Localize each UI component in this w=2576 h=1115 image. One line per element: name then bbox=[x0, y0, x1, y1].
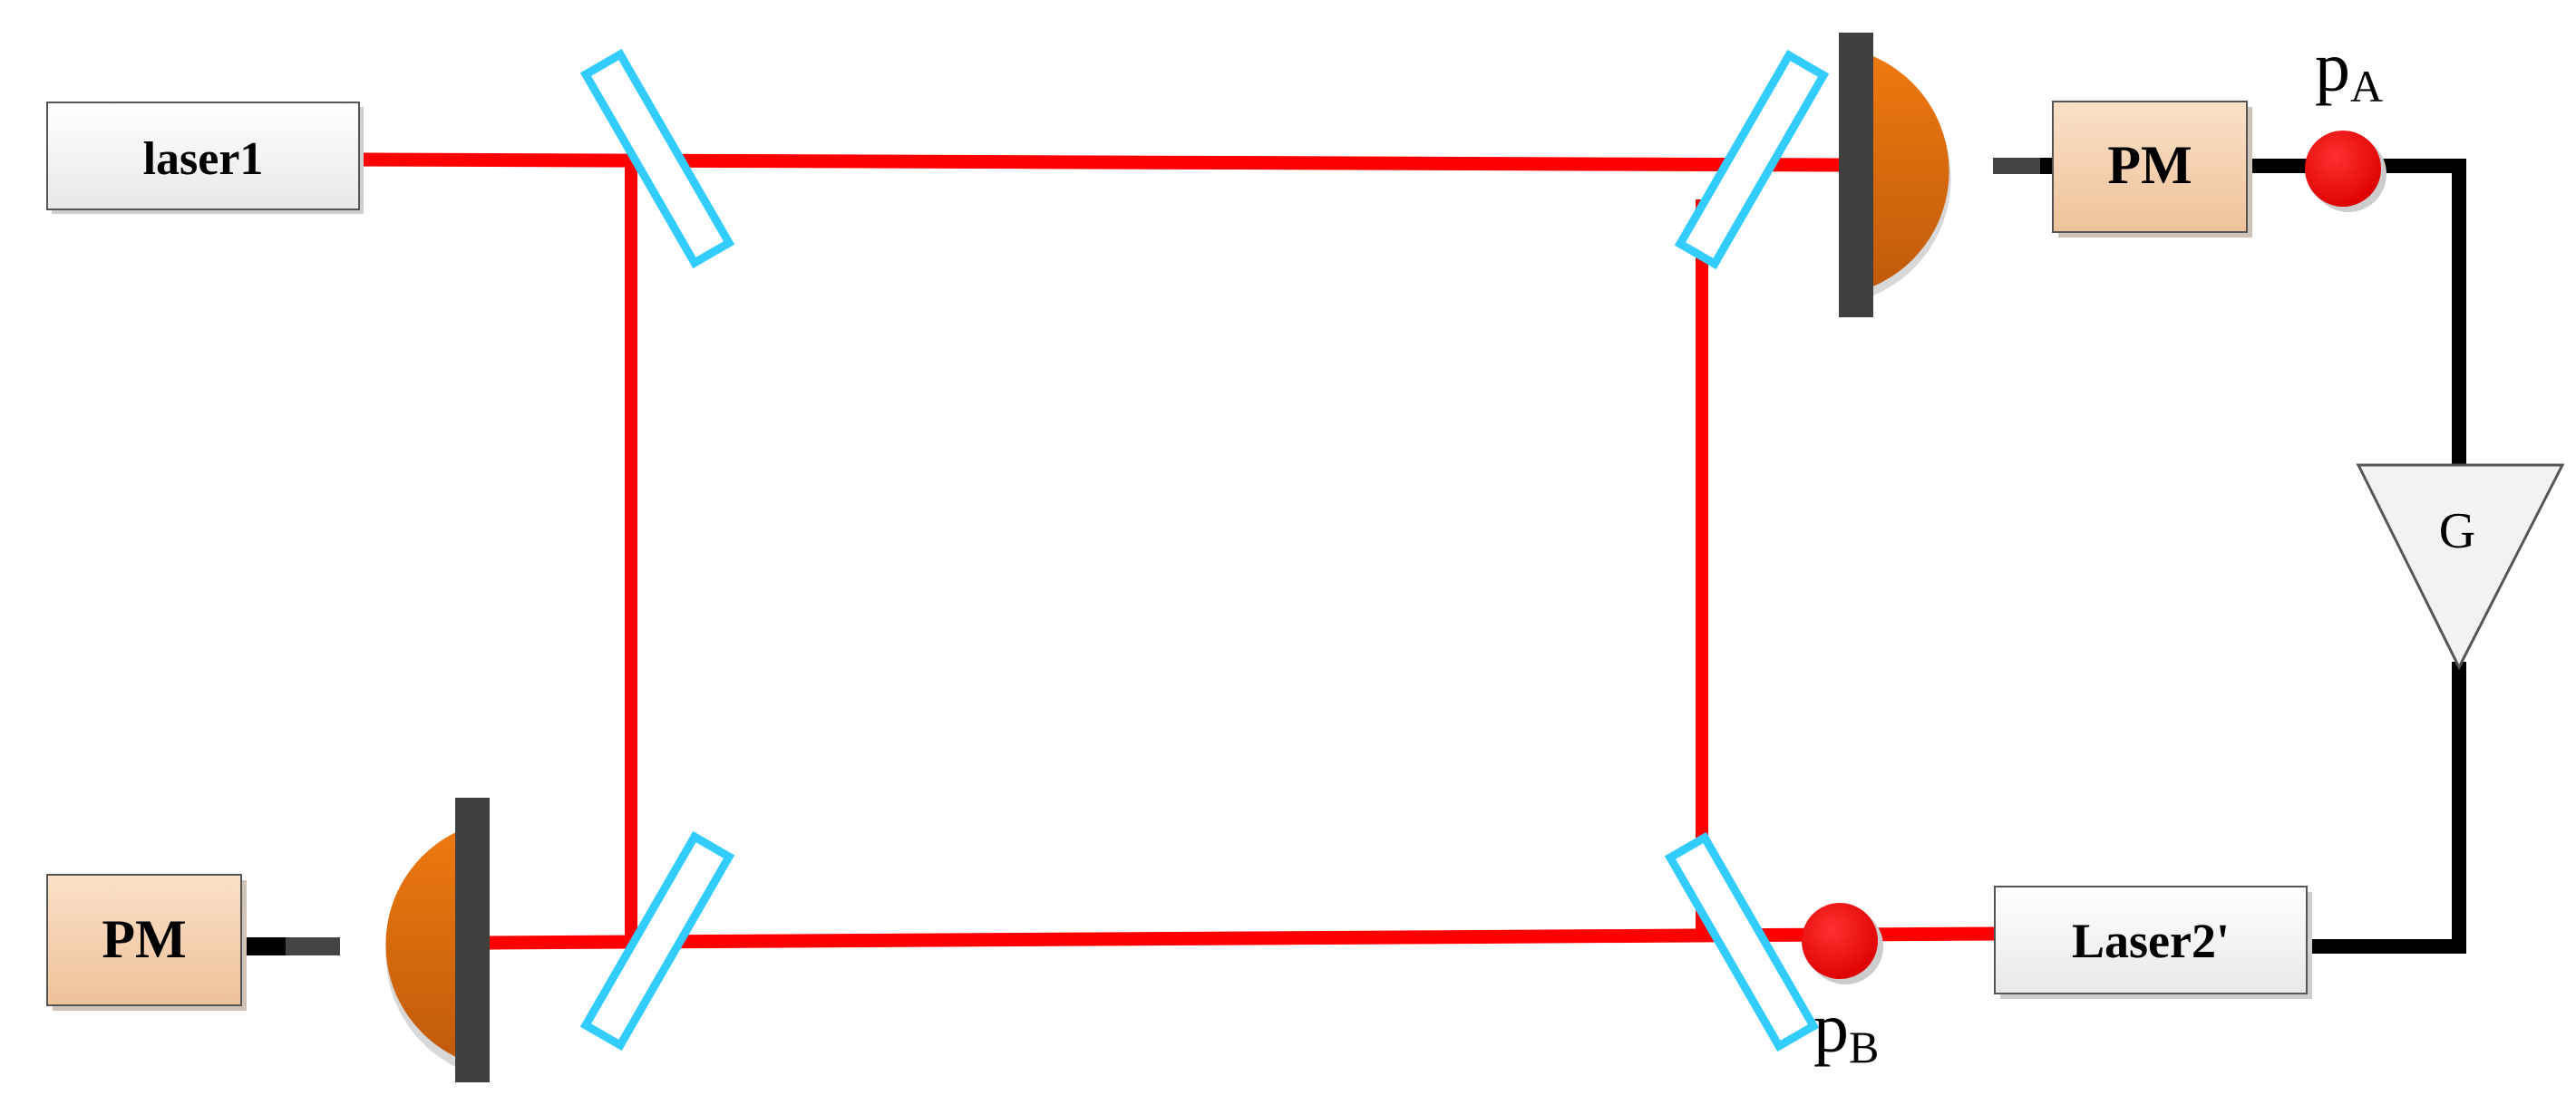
laser1-box: laser1 bbox=[46, 102, 364, 214]
probe-point-a bbox=[2305, 131, 2386, 212]
photodetector-bottom-plate bbox=[455, 798, 490, 1082]
laser-beams bbox=[360, 152, 2000, 950]
wire-detector-top-stub bbox=[2040, 158, 2055, 174]
photodetector-bottom-dome bbox=[385, 826, 471, 1063]
beam-splitters bbox=[579, 48, 1830, 1052]
wiring bbox=[240, 158, 2466, 955]
label-pB: pB bbox=[1813, 988, 1879, 1072]
pm-top-label: PM bbox=[2107, 135, 2192, 195]
gain-amplifier: G bbox=[2356, 463, 2565, 671]
wire-pm-bottom-to-detector bbox=[240, 937, 287, 955]
beam-bottom bbox=[489, 926, 2000, 950]
beam-splitter-bottom-left bbox=[579, 830, 735, 1052]
photodetector-top bbox=[1839, 33, 1951, 317]
probe-point-b bbox=[1802, 903, 1883, 984]
beam-top bbox=[360, 152, 1842, 172]
label-pA: pA bbox=[2315, 27, 2383, 112]
power-meter-top: PM bbox=[2052, 101, 2252, 238]
photodetector-bottom bbox=[385, 798, 490, 1082]
beam-splitter-top-left bbox=[579, 48, 735, 269]
laser1-label: laser1 bbox=[143, 133, 264, 185]
label-pA-sub: A bbox=[2350, 61, 2383, 112]
label-pB-sub: B bbox=[1849, 1022, 1879, 1072]
wire-gain-to-laser2 bbox=[2308, 662, 2466, 954]
photodetector-top-plate bbox=[1839, 33, 1873, 317]
wire-detector-top-to-pm bbox=[1993, 158, 2051, 174]
photodetector-top-dome bbox=[1863, 53, 1949, 290]
beam-splitter-top-right bbox=[1674, 49, 1830, 270]
gain-label: G bbox=[2439, 503, 2475, 559]
label-pA-main: p bbox=[2315, 27, 2350, 106]
laser2-box: Laser2' bbox=[1994, 886, 2312, 999]
label-pB-main: p bbox=[1813, 988, 1849, 1067]
power-meter-bottom: PM bbox=[46, 874, 247, 1011]
pm-bottom-label: PM bbox=[102, 909, 186, 969]
wire-pm-bottom-connector bbox=[286, 937, 340, 955]
laser2-label: Laser2' bbox=[2072, 914, 2230, 968]
beam-splitter-bottom-right bbox=[1664, 831, 1820, 1052]
